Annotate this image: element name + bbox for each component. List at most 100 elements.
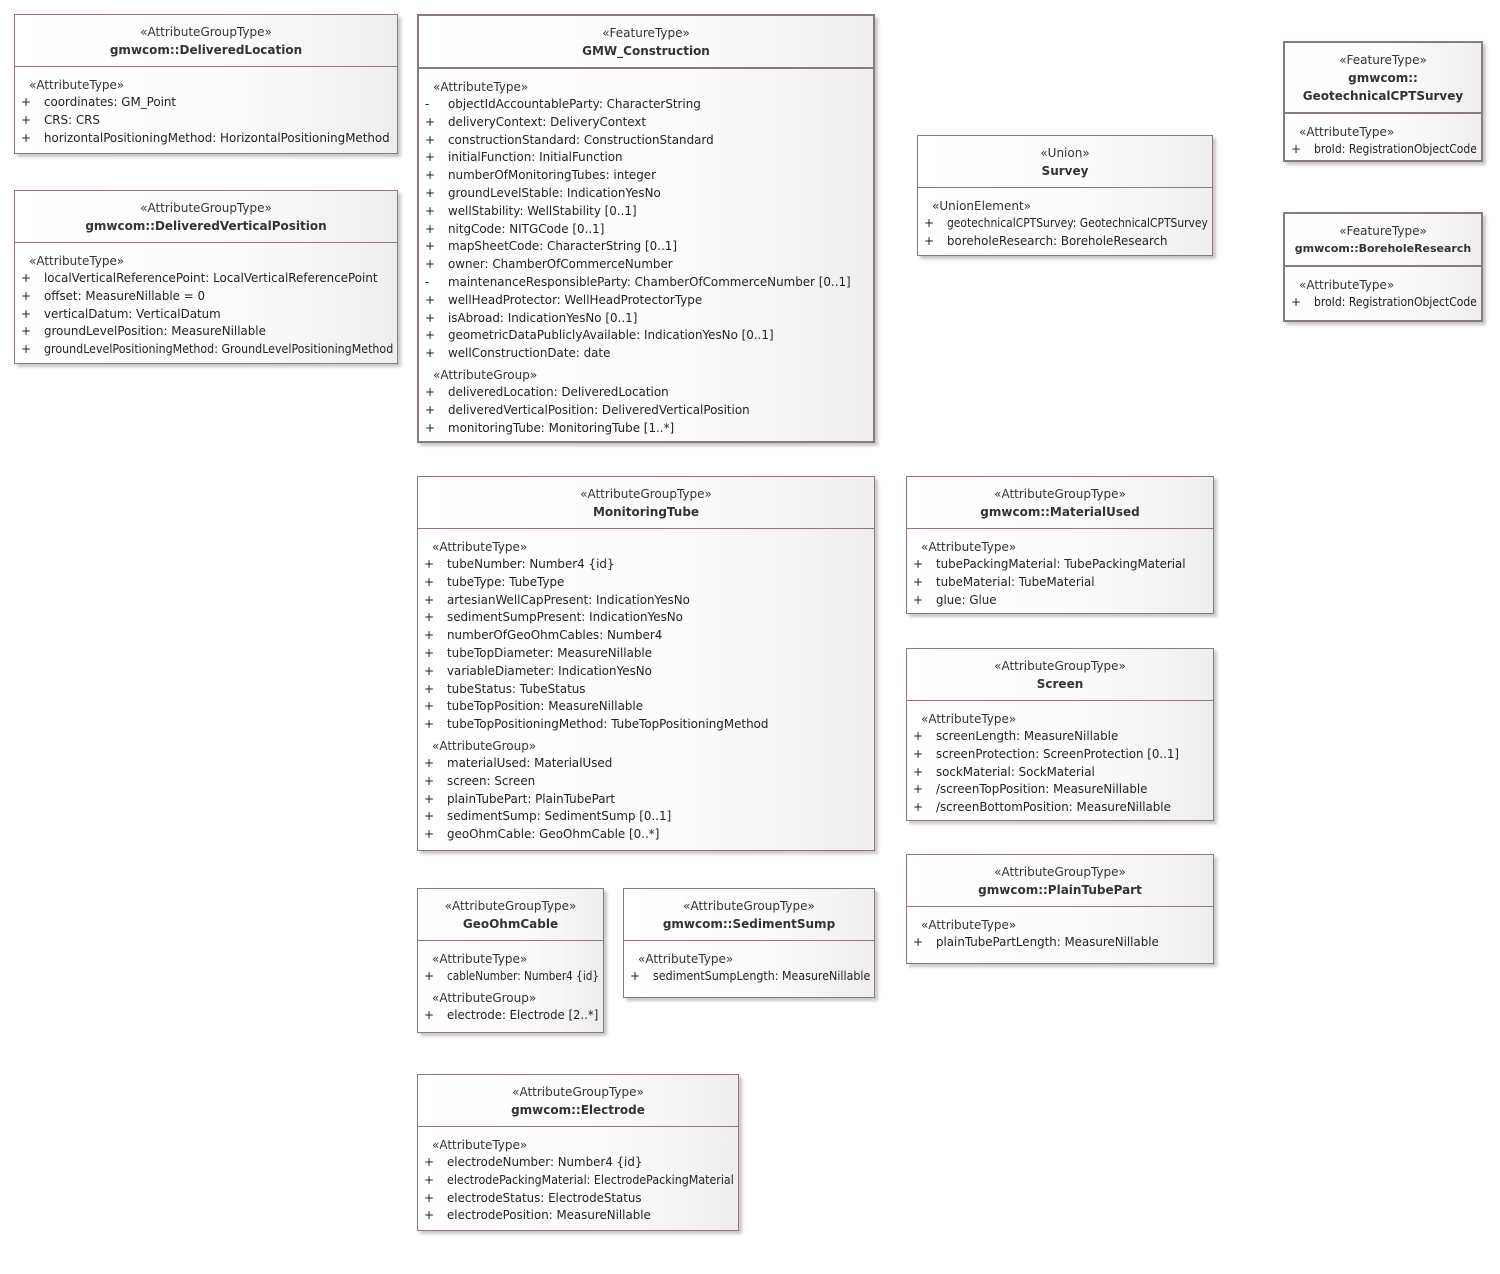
attribute-text: materialUsed: MaterialUsed <box>447 755 613 770</box>
class-compartment: «AttributeType»+cableNumber: Number4 {id… <box>418 941 603 1029</box>
class-box-gmw-construction[interactable]: «FeatureType»GMW_Construction«AttributeT… <box>417 14 875 443</box>
class-compartment: «AttributeType» +localVerticalReferencePo… <box>15 243 397 363</box>
visibility-marker: + <box>425 168 436 183</box>
class-name: gmwcom::DeliveredLocation <box>109 43 303 57</box>
attribute-row[interactable]: +geotechnicalCPTSurvey: GeotechnicalCPTS… <box>918 215 1212 233</box>
attribute-row[interactable]: +tubeNumber: Number4 {id} <box>418 556 874 574</box>
attribute-row[interactable]: +/screenBottomPosition: MeasureNillable <box>907 799 1213 817</box>
visibility-marker: + <box>913 935 924 949</box>
attribute-row[interactable]: +sedimentSumpLength: MeasureNillable <box>624 968 874 986</box>
class-name: gmwcom::MaterialUsed <box>980 505 1140 519</box>
attribute-row[interactable]: +numberOfGeoOhmCables: Number4 <box>418 627 874 645</box>
attribute-row[interactable]: +screenProtection: ScreenProtection [0..… <box>907 746 1213 764</box>
attribute-row[interactable]: +deliveredLocation: DeliveredLocation <box>419 384 873 402</box>
attribute-row[interactable]: +groundLevelPositioningMethod: GroundLev… <box>15 341 397 359</box>
attribute-row[interactable]: +screenLength: MeasureNillable <box>907 728 1213 746</box>
attribute-row[interactable]: +owner: ChamberOfCommerceNumber <box>419 256 873 274</box>
class-box-delivered-location[interactable]: «AttributeGroupType»gmwcom::DeliveredLoc… <box>14 14 398 154</box>
visibility-marker: + <box>630 969 641 983</box>
attribute-row[interactable]: +deliveryContext: DeliveryContext <box>419 114 873 132</box>
attribute-row[interactable]: +sedimentSump: SedimentSump [0..1] <box>418 808 874 826</box>
class-name: gmwcom::Electrode <box>511 1103 645 1117</box>
attribute-row[interactable]: +/screenTopPosition: MeasureNillable <box>907 781 1213 799</box>
attribute-row[interactable]: +broId: RegistrationObjectCode <box>1285 294 1481 312</box>
section-stereotype: «AttributeType» <box>432 540 528 554</box>
attribute-row[interactable]: +boreholeResearch: BoreholeResearch <box>918 233 1212 251</box>
visibility-marker: + <box>424 809 435 824</box>
visibility-marker: + <box>424 1007 435 1022</box>
attribute-row[interactable]: +groundLevelPosition: MeasureNillable <box>15 323 397 341</box>
class-box-delivered-vertical-position[interactable]: «AttributeGroupType»gmwcom::DeliveredVer… <box>14 190 398 364</box>
attribute-row[interactable]: +electrodeStatus: ElectrodeStatus <box>418 1190 738 1208</box>
attribute-row[interactable]: +initialFunction: InitialFunction <box>419 149 873 167</box>
attribute-row[interactable]: +deliveredVerticalPosition: DeliveredVer… <box>419 402 873 420</box>
attribute-row[interactable]: +constructionStandard: ConstructionStand… <box>419 132 873 150</box>
class-box-geotechnical-cpt-survey[interactable]: «FeatureType»gmwcom::GeotechnicalCPTSurv… <box>1283 41 1483 162</box>
attribute-text: plainTubePartLength: MeasureNillable <box>936 935 1159 949</box>
attribute-text: glue: Glue <box>936 592 997 607</box>
attribute-row[interactable]: +tubeMaterial: TubeMaterial <box>907 574 1213 592</box>
attribute-row[interactable]: +artesianWellCapPresent: IndicationYesNo <box>418 592 874 610</box>
attribute-row[interactable]: +electrode: Electrode [2..*] <box>418 1007 603 1025</box>
attribute-row[interactable]: +monitoringTube: MonitoringTube [1..*] <box>419 420 873 438</box>
class-box-monitoring-tube[interactable]: «AttributeGroupType»MonitoringTube«Attri… <box>417 476 875 851</box>
class-box-plain-tube-part[interactable]: «AttributeGroupType»gmwcom::PlainTubePar… <box>906 854 1214 964</box>
attribute-text: deliveryContext: DeliveryContext <box>448 114 647 129</box>
attribute-row[interactable]: +localVerticalReferencePoint: LocalVerti… <box>15 270 397 288</box>
attribute-row[interactable]: +wellStability: WellStability [0..1] <box>419 203 873 221</box>
attribute-row[interactable]: +electrodePackingMaterial: ElectrodePack… <box>418 1172 738 1190</box>
attribute-row[interactable]: + plainTubePartLength: MeasureNillable <box>907 934 1213 952</box>
attribute-row[interactable]: +geoOhmCable: GeoOhmCable [0..*] <box>418 826 874 844</box>
attribute-row[interactable]: +isAbroad: IndicationYesNo [0..1] <box>419 310 873 328</box>
attribute-row[interactable]: +wellHeadProtector: WellHeadProtectorTyp… <box>419 292 873 310</box>
visibility-marker: + <box>425 239 436 254</box>
attribute-row[interactable]: +tubeType: TubeType <box>418 574 874 592</box>
class-box-electrode[interactable]: «AttributeGroupType»gmwcom::Electrode«At… <box>417 1074 739 1231</box>
attribute-row[interactable]: +broId: RegistrationObjectCode <box>1285 141 1481 159</box>
visibility-marker: + <box>913 557 924 571</box>
attribute-row[interactable]: +sedimentSumpPresent: IndicationYesNo <box>418 609 874 627</box>
attribute-text: wellConstructionDate: date <box>448 346 611 361</box>
attribute-row[interactable]: +horizontalPositioningMethod: Horizontal… <box>15 130 397 148</box>
attribute-row[interactable]: +groundLevelStable: IndicationYesNo <box>419 185 873 203</box>
visibility-marker: + <box>424 681 435 696</box>
attribute-row[interactable]: -objectIdAccountableParty: CharacterStri… <box>419 96 873 114</box>
attribute-row[interactable]: +sockMaterial: SockMaterial <box>907 764 1213 782</box>
class-box-material-used[interactable]: «AttributeGroupType»gmwcom::MaterialUsed… <box>906 476 1214 614</box>
attribute-row[interactable]: +variableDiameter: IndicationYesNo <box>418 663 874 681</box>
attribute-row[interactable]: +electrodePosition: MeasureNillable <box>418 1207 738 1225</box>
attribute-row[interactable]: +tubePackingMaterial: TubePackingMateria… <box>907 556 1213 574</box>
stereotype-label: «AttributeGroupType» <box>580 487 712 501</box>
section-stereotype: «AttributeType» <box>29 254 125 268</box>
attribute-text: owner: ChamberOfCommerceNumber <box>448 257 673 272</box>
attribute-row[interactable]: +materialUsed: MaterialUsed <box>418 755 874 773</box>
attribute-row[interactable]: +screen: Screen <box>418 773 874 791</box>
class-box-screen[interactable]: «AttributeGroupType»Screen«AttributeType… <box>906 648 1214 821</box>
stereotype-label: «AttributeGroupType» <box>683 899 815 913</box>
attribute-row[interactable]: +plainTubePart: PlainTubePart <box>418 791 874 809</box>
attribute-row[interactable]: +CRS: CRS <box>15 112 397 130</box>
attribute-row[interactable]: +glue: Glue <box>907 592 1213 610</box>
class-box-survey[interactable]: «Union»Survey«UnionElement»+geotechnical… <box>917 135 1213 256</box>
attribute-row[interactable]: +coordinates: GM_Point <box>15 94 397 112</box>
attribute-row[interactable]: +nitgCode: NITGCode [0..1] <box>419 221 873 239</box>
attribute-row[interactable]: +wellConstructionDate: date <box>419 345 873 363</box>
attribute-row[interactable]: +electrodeNumber: Number4 {id} <box>418 1154 738 1172</box>
attribute-row[interactable]: -maintenanceResponsibleParty: ChamberOfC… <box>419 274 873 292</box>
attribute-text: isAbroad: IndicationYesNo [0..1] <box>448 310 638 325</box>
visibility-marker: + <box>21 95 32 109</box>
attribute-row[interactable]: +mapSheetCode: CharacterString [0..1] <box>419 238 873 256</box>
attribute-row[interactable]: +tubeTopPosition: MeasureNillable <box>418 698 874 716</box>
class-box-sediment-sump[interactable]: «AttributeGroupType»gmwcom::SedimentSump… <box>623 888 875 998</box>
attribute-row[interactable]: +tubeTopDiameter: MeasureNillable <box>418 645 874 663</box>
class-box-borehole-research[interactable]: «FeatureType»gmwcom::BoreholeResearch«At… <box>1283 212 1483 322</box>
class-header: «AttributeGroupType»gmwcom::Electrode <box>418 1075 738 1127</box>
attribute-row[interactable]: +numberOfMonitoringTubes: integer <box>419 167 873 185</box>
class-box-geo-ohm-cable[interactable]: «AttributeGroupType»GeoOhmCable«Attribut… <box>417 888 604 1033</box>
attribute-row[interactable]: +cableNumber: Number4 {id} <box>418 968 603 986</box>
attribute-row[interactable]: +offset: MeasureNillable = 0 <box>15 288 397 306</box>
attribute-row[interactable]: +geometricDataPubliclyAvailable: Indicat… <box>419 327 873 345</box>
attribute-row[interactable]: +verticalDatum: VerticalDatum <box>15 306 397 324</box>
attribute-row[interactable]: +tubeStatus: TubeStatus <box>418 681 874 699</box>
attribute-row[interactable]: +tubeTopPositioningMethod: TubeTopPositi… <box>418 716 874 734</box>
